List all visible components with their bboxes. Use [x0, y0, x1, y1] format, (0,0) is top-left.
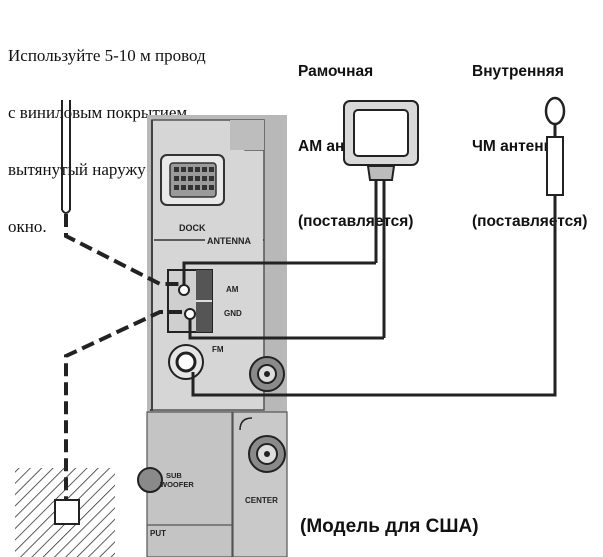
model-note: (Модель для США) — [300, 516, 479, 537]
gnd-terminal-label: GND — [224, 309, 242, 318]
fm-label-line: Внутренняя — [472, 63, 564, 80]
ground-wire — [15, 310, 182, 557]
dock-label: DOCK — [179, 223, 206, 233]
fm-indoor-antenna — [191, 96, 566, 397]
sub-label: SUB — [166, 471, 182, 480]
put-label: PUT — [150, 529, 166, 538]
woofer-label: WOOFER — [160, 480, 194, 489]
fm-terminal-label: FM — [212, 345, 224, 354]
fm-label-line: (поставляется) — [472, 213, 588, 230]
rca-jacks: CENTER SUB WOOFER PUT — [137, 356, 286, 538]
outdoor-wire — [61, 100, 182, 286]
note-line: окно. — [8, 217, 47, 236]
center-label: CENTER — [245, 496, 278, 505]
dock-connector: DOCK — [160, 154, 225, 233]
am-loop-antenna — [178, 100, 419, 340]
note-line: Используйте 5-10 м провод — [8, 46, 206, 65]
antenna-label: ANTENNA — [207, 236, 251, 246]
am-label-line: Рамочная — [298, 63, 374, 80]
am-terminal-label: AM — [226, 285, 239, 294]
